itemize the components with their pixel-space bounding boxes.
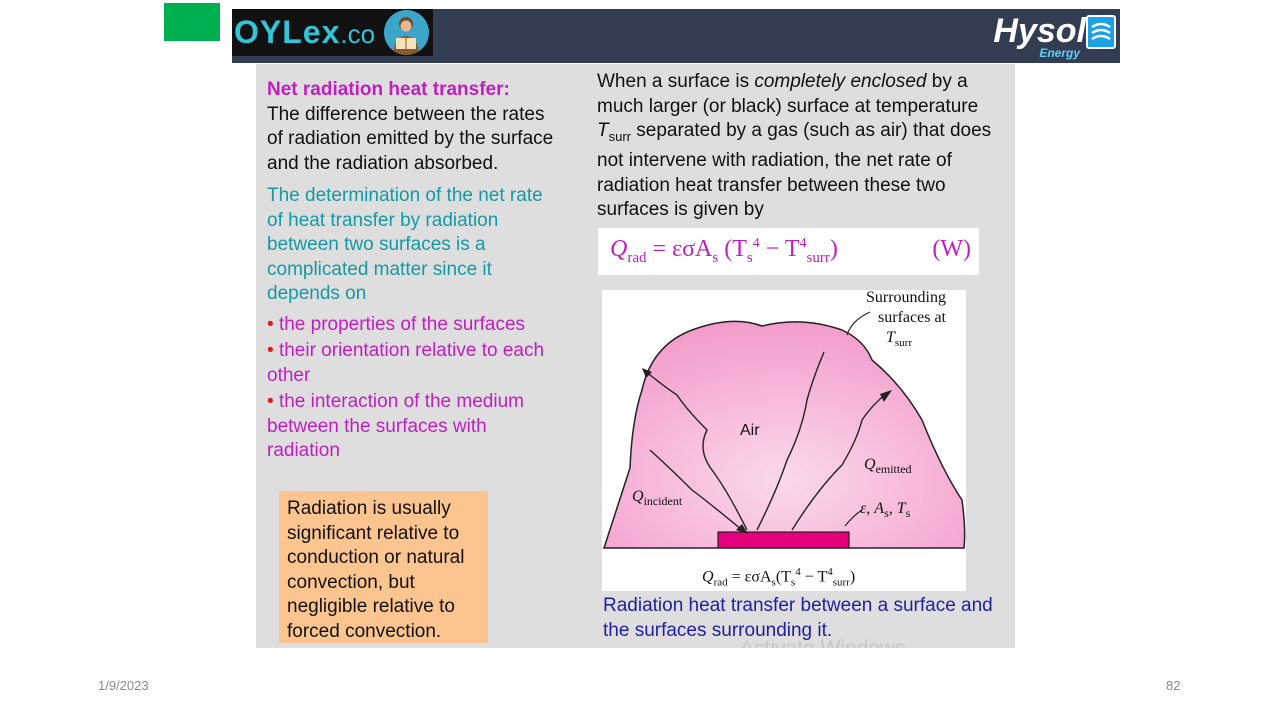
left-column: Net radiation heat transfer: The differe… xyxy=(267,78,563,464)
emitting-surface xyxy=(717,531,850,549)
reader-avatar-icon xyxy=(384,10,429,55)
activation-watermark: Activate Windows xyxy=(740,637,906,648)
list-item: • the properties of the surfaces xyxy=(267,313,526,335)
bullet-icon: • xyxy=(267,391,274,412)
definition-text: The difference between the rates of radi… xyxy=(267,103,554,174)
list-item: • the interaction of the medium between … xyxy=(267,391,524,461)
brand-logo: OYLex.co xyxy=(232,9,433,56)
hysol-logo-icon xyxy=(1086,15,1116,49)
pointer-surround xyxy=(846,311,871,336)
pointer-props xyxy=(844,509,863,527)
radiation-diagram: Surrounding surfaces at Tsurr Air Qemitt… xyxy=(602,289,966,591)
brand-logo-text: OYLex.co xyxy=(234,14,376,50)
label-air: Air xyxy=(740,422,760,439)
enclosure-illustration xyxy=(602,311,966,549)
section-heading: Net radiation heat transfer: xyxy=(267,79,510,100)
bullet-list: • the properties of the surfaces • their… xyxy=(267,313,563,464)
net-radiation-equation: Qrad = εσAs (Ts4 − T4surr) xyxy=(610,236,838,266)
partner-logo-text: Hysol xyxy=(993,12,1086,50)
enclosure-shape xyxy=(602,320,966,549)
list-item: • their orientation relative to each oth… xyxy=(267,340,545,386)
ray-up xyxy=(756,351,825,531)
bullet-icon: • xyxy=(267,313,274,335)
bullet-icon: • xyxy=(267,340,274,361)
ray-left xyxy=(643,369,748,531)
equation-box: Qrad = εσAs (Ts4 − T4surr) (W) xyxy=(598,228,979,275)
label-emitted: Qemitted xyxy=(864,456,912,477)
label-incident: Qincident xyxy=(632,488,683,509)
label-surrounding: Surrounding surfaces at Tsurr xyxy=(866,289,946,350)
green-marker xyxy=(164,3,220,41)
partner-logo-subtext: Energy xyxy=(1039,46,1080,60)
slide-date: 1/9/2023 xyxy=(98,678,149,693)
ray-right xyxy=(791,392,888,531)
equation-unit: (W) xyxy=(932,236,971,262)
determination-text: The determination of the net rate of hea… xyxy=(267,185,543,304)
label-surface-properties: ε, As, Ts xyxy=(860,500,911,521)
diagram-caption: Radiation heat transfer between a surfac… xyxy=(603,595,993,641)
diagram-formula: Qrad = εσAs(Ts4 − T4surr) xyxy=(702,566,856,589)
ray-incident xyxy=(649,449,743,531)
slide-number: 82 xyxy=(1166,678,1181,693)
note-box: Radiation is usually significant relativ… xyxy=(279,491,488,643)
intro-text: When a surface is completely enclosed by… xyxy=(597,71,992,221)
